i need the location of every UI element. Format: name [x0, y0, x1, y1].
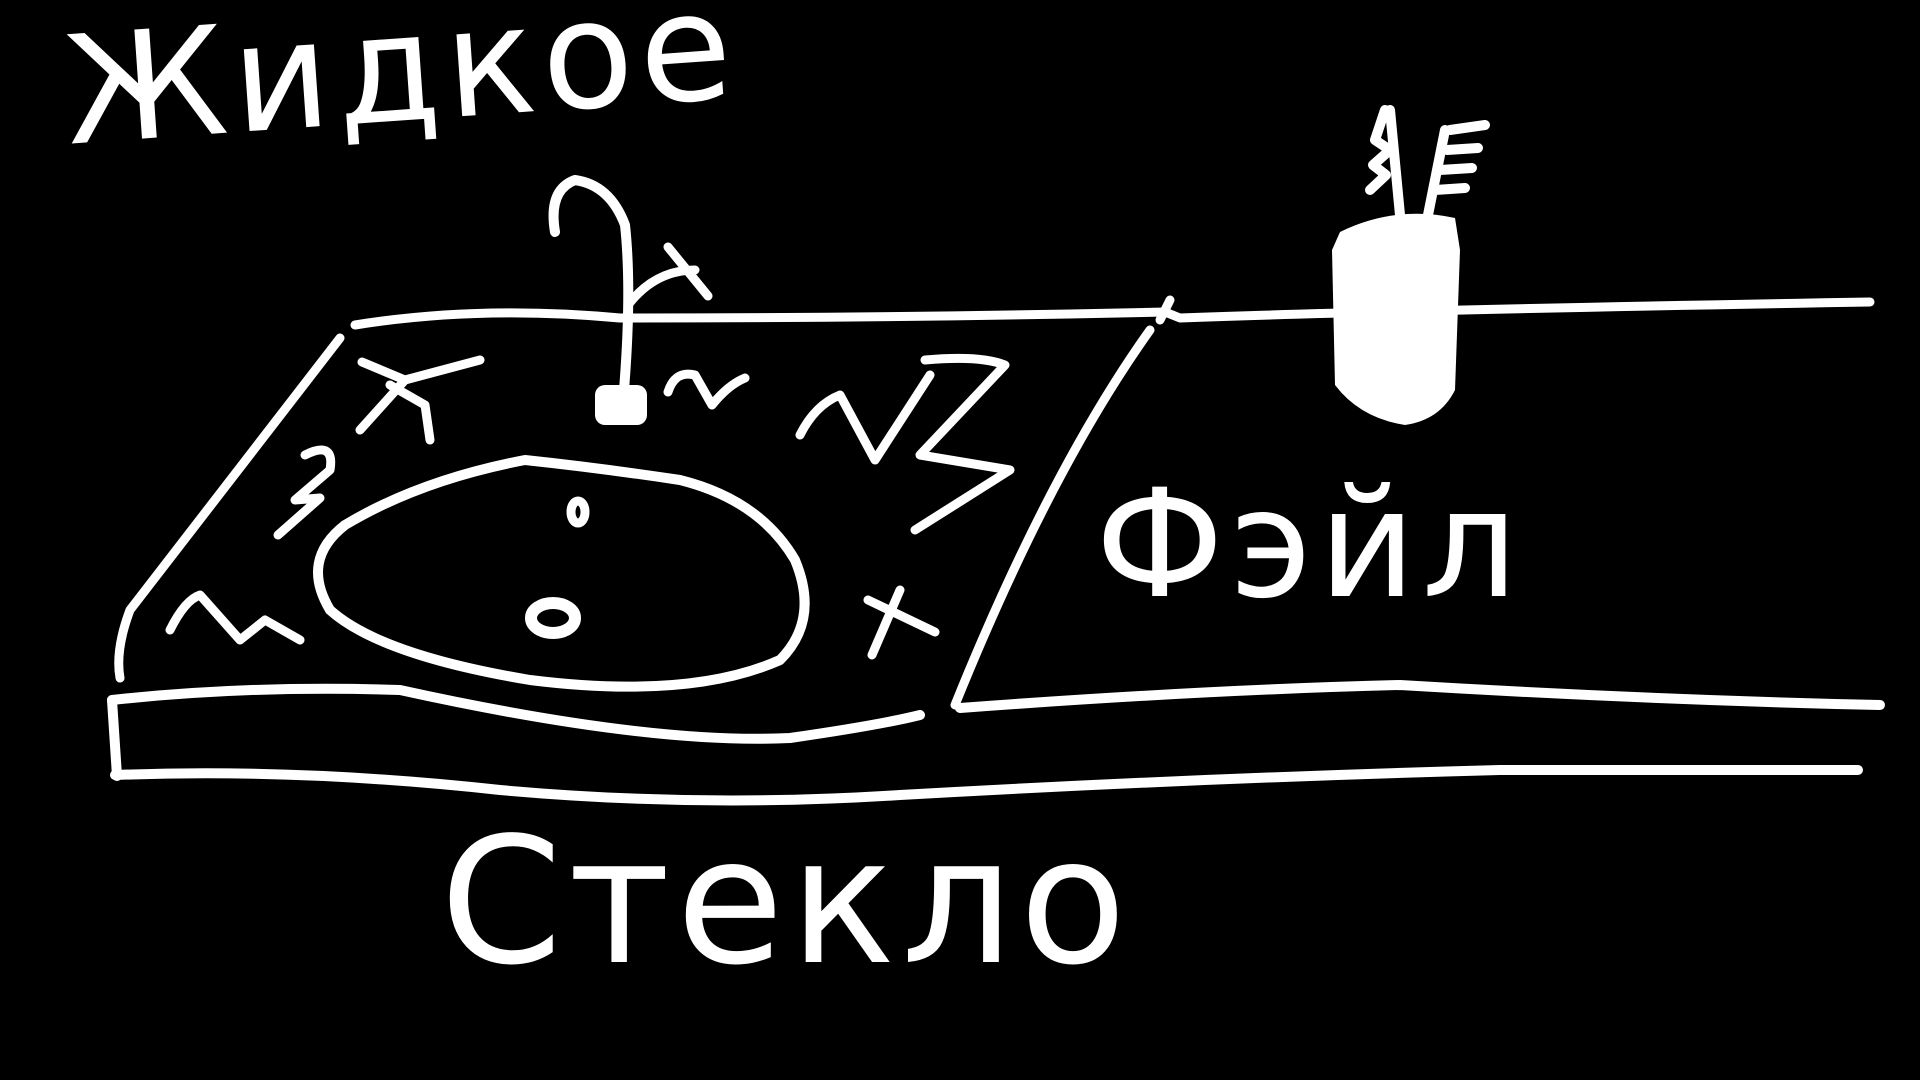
toothbrush-2 — [1423, 120, 1490, 220]
counter-front-top-edge — [107, 683, 925, 744]
crack-mark-5 — [795, 370, 935, 465]
label-glass: Стекло — [440, 801, 1133, 1004]
crack-mark-1 — [355, 355, 485, 445]
label-fail: Фэйл — [1095, 458, 1524, 632]
toothbrush-cup-body — [1332, 213, 1460, 425]
counter-left-edge — [114, 333, 345, 683]
counter-back-edge — [350, 297, 1875, 330]
crack-mark-4 — [663, 369, 750, 410]
crack-mark-7 — [863, 585, 940, 660]
counter-front-left — [107, 695, 122, 781]
sink-basin-outline — [313, 455, 810, 692]
crack-mark-2 — [273, 445, 336, 540]
faucet-handle — [623, 242, 713, 310]
crack-mark-3 — [165, 590, 305, 645]
faucet-base — [595, 385, 647, 425]
glass-panel-top — [1155, 295, 1175, 325]
toothbrush-1 — [1365, 105, 1405, 220]
sink-overflow-hole — [566, 496, 590, 528]
counter-front-top-edge-right — [955, 680, 1885, 713]
sink-drain — [525, 597, 581, 639]
counter-front-bottom-edge — [110, 764, 1863, 806]
faucet-spout — [548, 175, 634, 395]
crack-mark-6 — [910, 353, 1015, 535]
glass-panel-line — [950, 325, 1155, 710]
